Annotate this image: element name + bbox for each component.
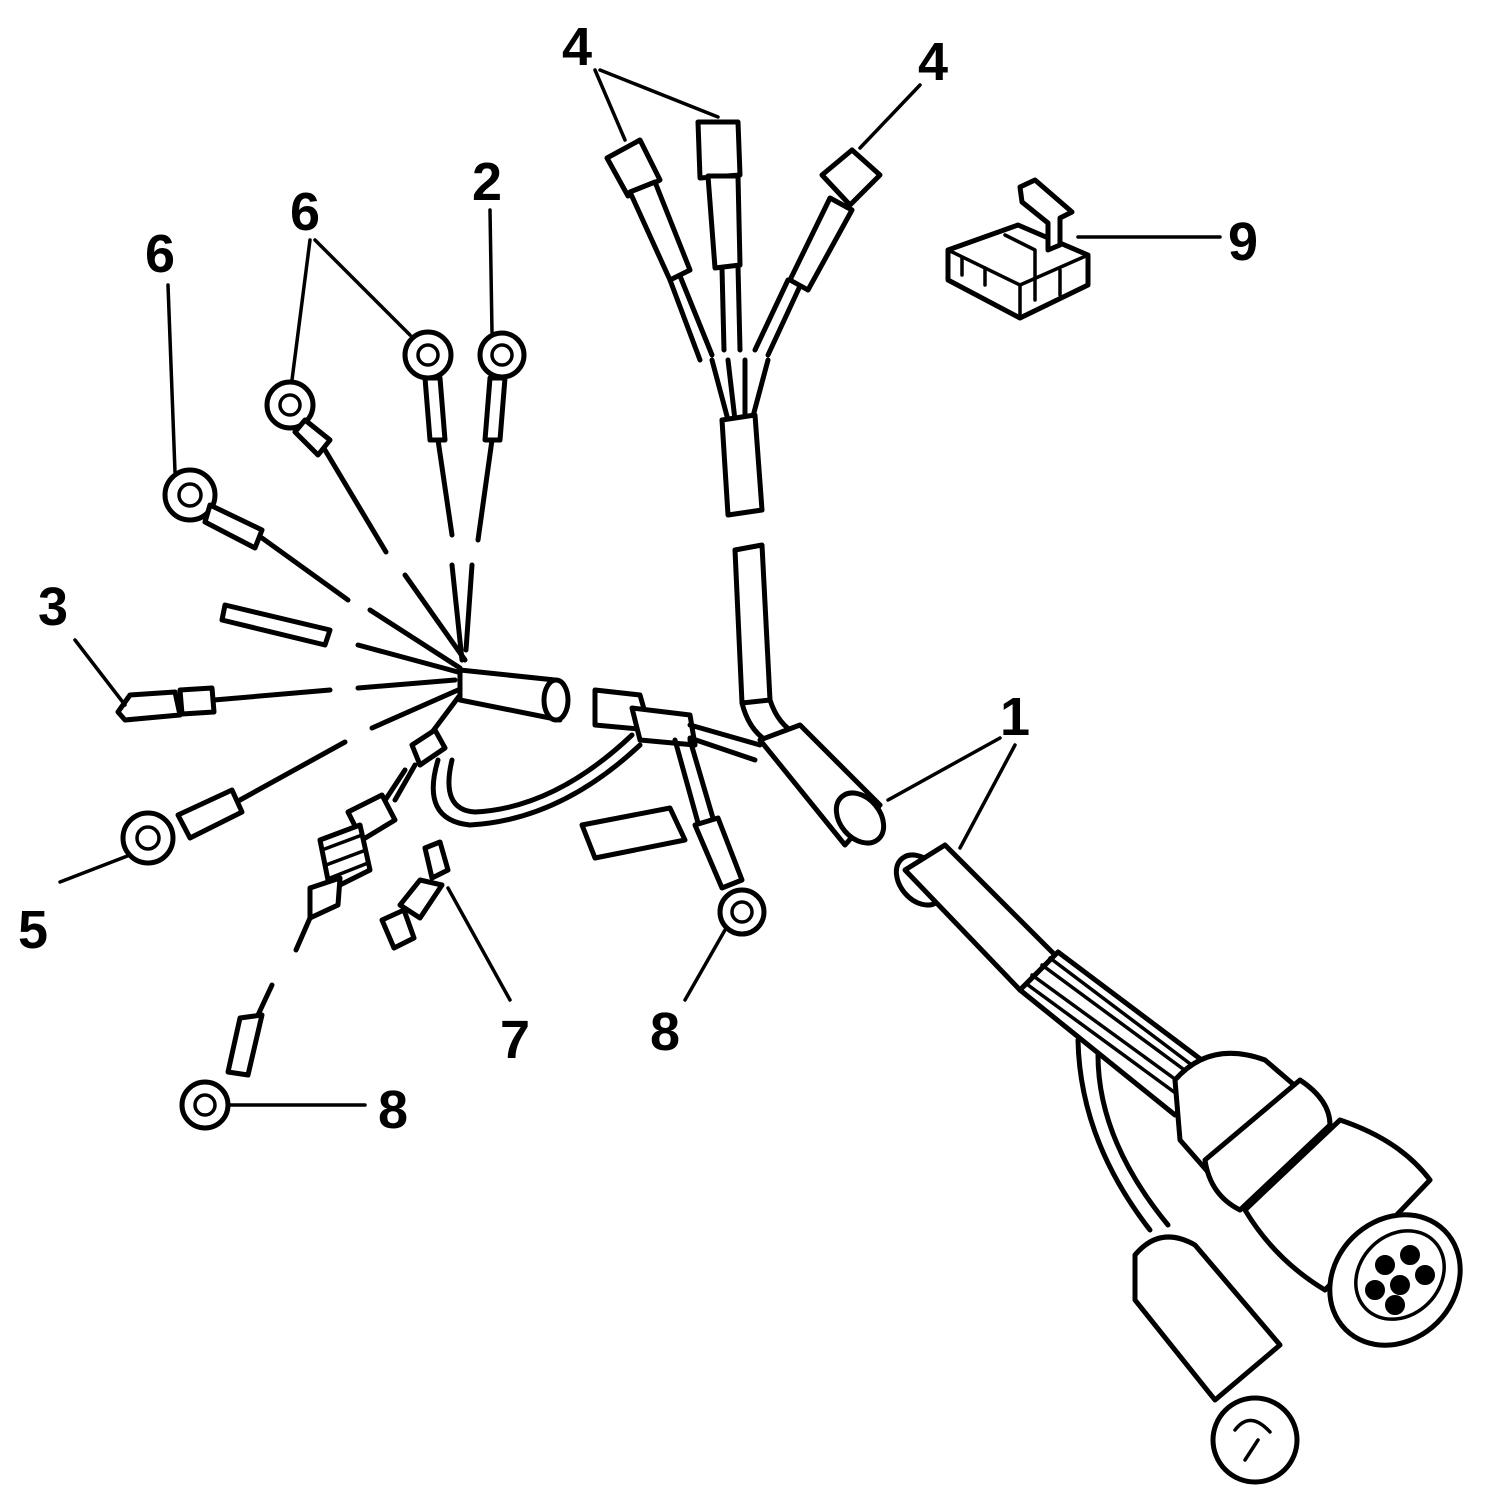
callout-6-middle: 6 <box>290 182 320 242</box>
callout-5: 5 <box>18 900 48 960</box>
part-1-main-harness <box>893 842 1463 1485</box>
part-4-connectors <box>604 119 883 706</box>
callout-3: 3 <box>38 577 68 637</box>
harness-left-branches <box>115 329 527 1131</box>
callout-labels: 1 2 3 4 4 5 6 6 7 8 8 9 <box>18 17 1258 1140</box>
callout-8-right: 8 <box>650 1002 680 1062</box>
callout-6-left: 6 <box>145 224 175 284</box>
callout-1: 1 <box>1000 687 1030 747</box>
callout-4-right: 4 <box>918 32 948 92</box>
harness-main-sheath <box>430 667 887 937</box>
callout-4-left: 4 <box>562 17 592 77</box>
callout-7: 7 <box>500 1010 530 1070</box>
part-9-terminal-block <box>945 177 1091 321</box>
callout-9: 9 <box>1228 212 1258 272</box>
callout-2: 2 <box>472 152 502 212</box>
callout-8-left: 8 <box>378 1080 408 1140</box>
leader-lines <box>58 68 1222 1107</box>
